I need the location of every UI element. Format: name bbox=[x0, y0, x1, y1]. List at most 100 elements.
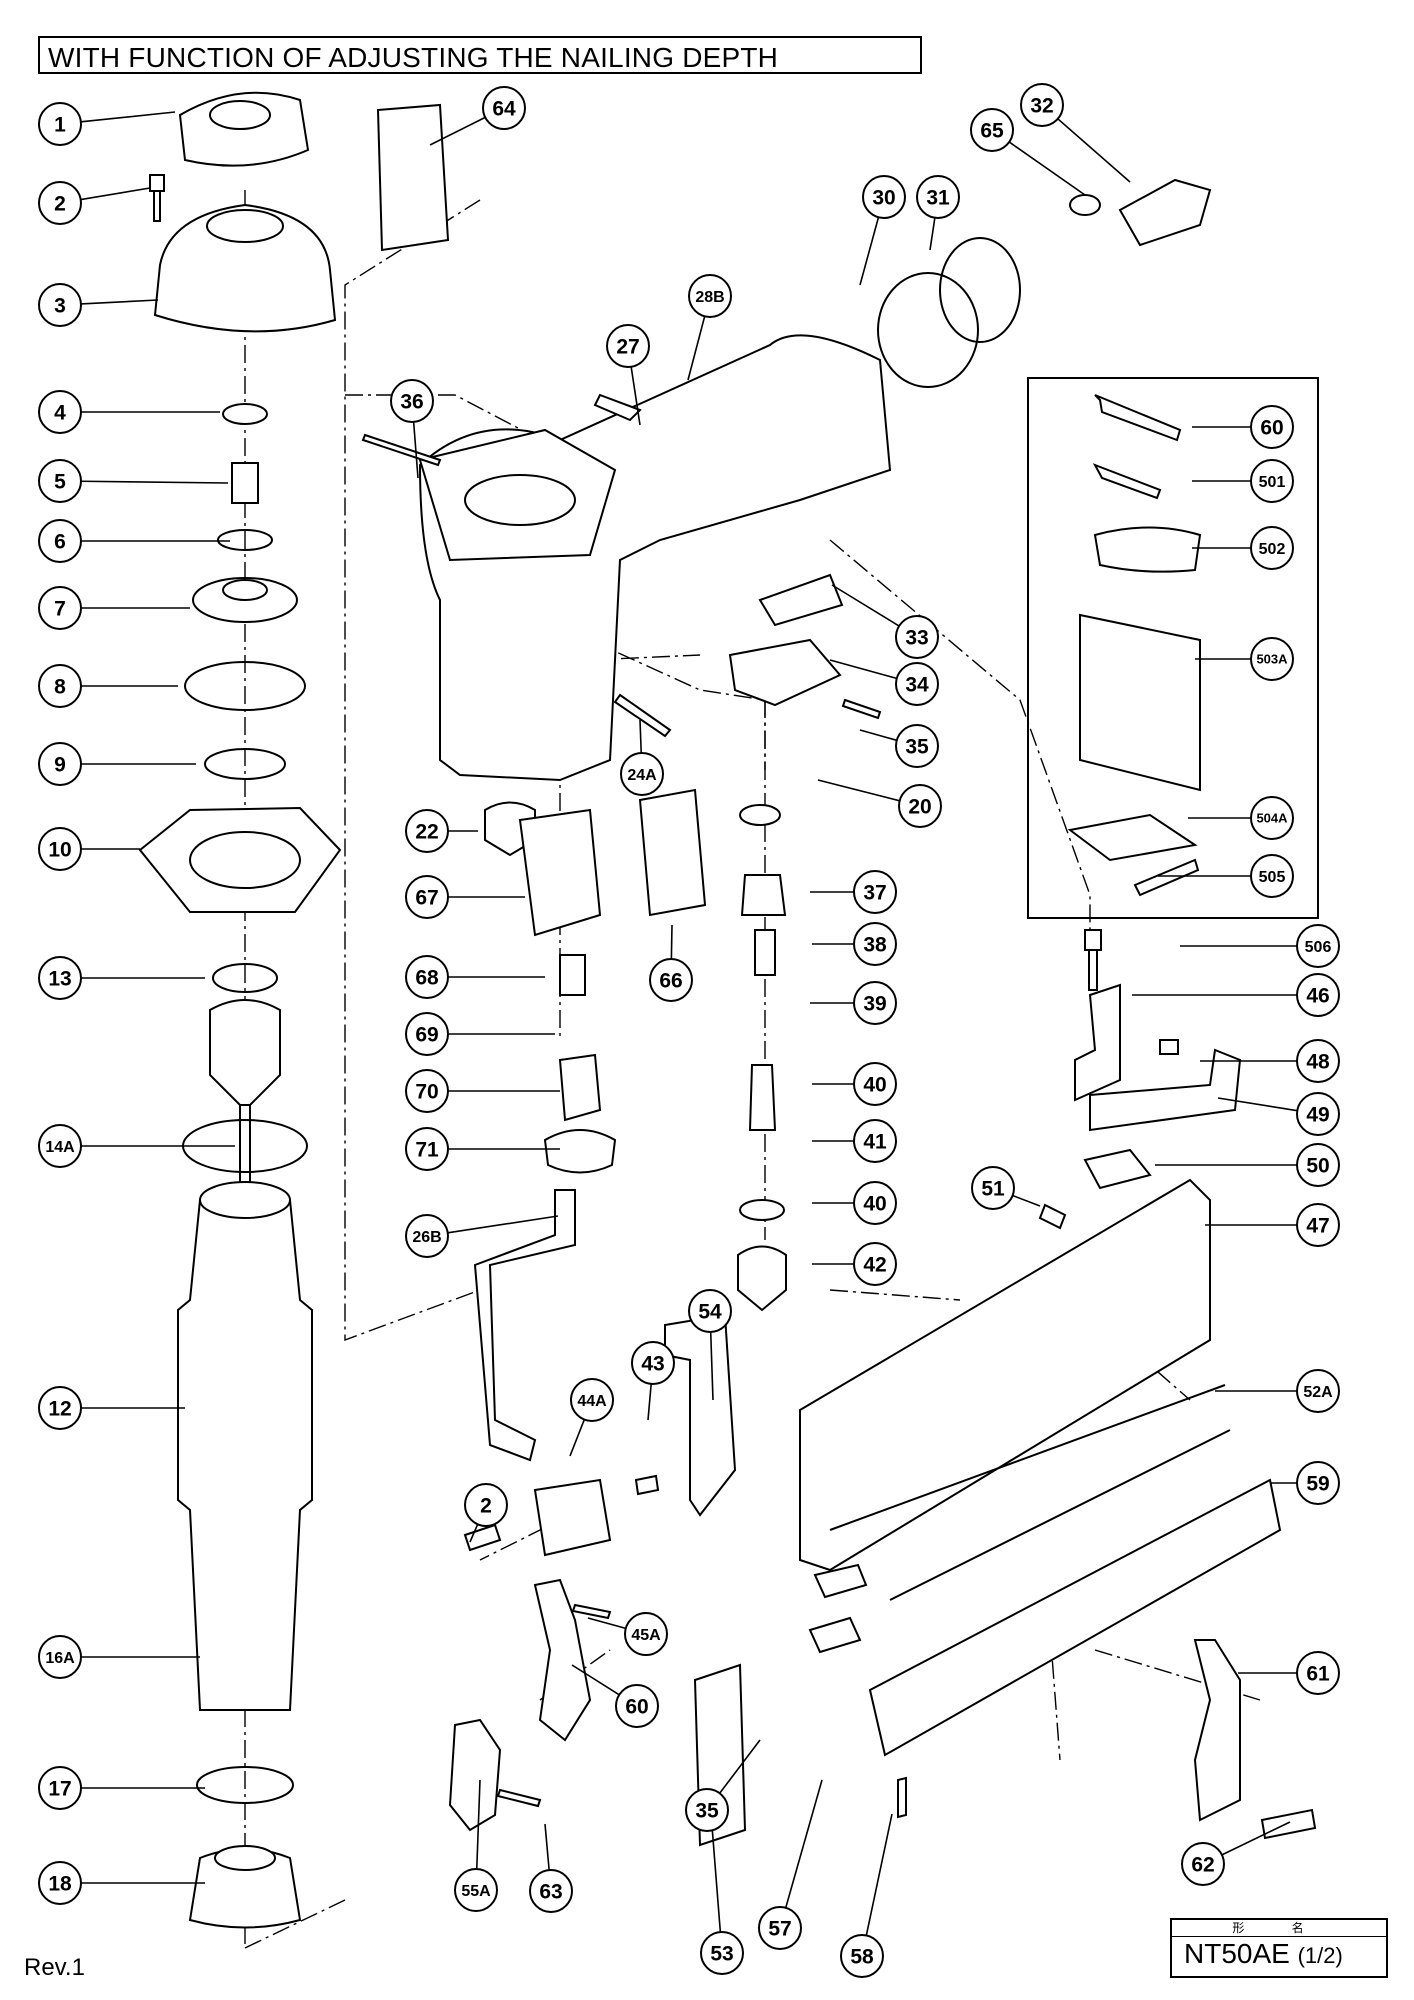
part-number: 65 bbox=[980, 120, 1004, 143]
part-number: 28B bbox=[695, 289, 724, 306]
pusher-58b bbox=[813, 1563, 868, 1599]
hook-50 bbox=[1089, 1048, 1242, 1132]
pusher-58 bbox=[808, 1616, 862, 1654]
spring-68 bbox=[559, 954, 586, 996]
part-number: 7 bbox=[54, 598, 66, 621]
part-callout: 66 bbox=[649, 958, 693, 1002]
part-number: 67 bbox=[415, 887, 438, 910]
spring-39 bbox=[754, 929, 776, 976]
part-number: 52A bbox=[1303, 1384, 1333, 1401]
part-callout: 50 bbox=[1296, 1143, 1340, 1187]
leader-line bbox=[80, 299, 159, 305]
lever-63 bbox=[448, 1718, 502, 1832]
part-callout: 39 bbox=[853, 981, 897, 1025]
screw-47 bbox=[1038, 1203, 1067, 1230]
screw-46 bbox=[1084, 929, 1102, 991]
cylinder-top bbox=[199, 1181, 291, 1219]
pin-24A bbox=[613, 693, 672, 738]
o-ring-42 bbox=[738, 1199, 786, 1221]
part-number: 43 bbox=[641, 1353, 664, 1376]
part-callout: 506 bbox=[1296, 924, 1340, 968]
leader-line bbox=[1008, 141, 1086, 196]
part-number: 50 bbox=[1306, 1155, 1329, 1178]
piston-14A bbox=[209, 999, 281, 1106]
part-number: 70 bbox=[415, 1081, 438, 1104]
leader-line bbox=[687, 316, 706, 381]
nose-plate-44A bbox=[533, 1478, 612, 1557]
leader-line bbox=[711, 1825, 722, 1933]
part-number: 5 bbox=[54, 471, 66, 494]
centerline bbox=[829, 1289, 961, 1301]
part-number: 4 bbox=[54, 402, 66, 425]
part-number: 9 bbox=[54, 754, 66, 777]
part-number: 71 bbox=[415, 1139, 439, 1162]
leader-line bbox=[817, 779, 900, 802]
part-callout: 68 bbox=[405, 955, 449, 999]
part-callout: 51 bbox=[971, 1166, 1015, 1210]
leader-line bbox=[647, 1383, 652, 1421]
part-number: 36 bbox=[400, 391, 423, 414]
part-number: 66 bbox=[659, 970, 682, 993]
ring-17 bbox=[196, 1766, 294, 1804]
part-number: 22 bbox=[415, 821, 438, 844]
valve-7-core bbox=[222, 579, 268, 601]
part-number: 20 bbox=[908, 796, 931, 819]
leader-line bbox=[1221, 1821, 1291, 1856]
part-number: 40 bbox=[863, 1074, 886, 1097]
bolt-27 bbox=[593, 393, 642, 422]
centerline bbox=[244, 1899, 346, 1949]
part-number: 30 bbox=[872, 187, 895, 210]
label-66 bbox=[638, 788, 707, 917]
part-number: 35 bbox=[905, 736, 929, 759]
part-number: 12 bbox=[48, 1398, 71, 1421]
part-callout: 52A bbox=[1296, 1369, 1340, 1413]
part-callout: 505 bbox=[1250, 854, 1294, 898]
part-callout: 44A bbox=[570, 1378, 614, 1422]
leader-line bbox=[709, 1331, 714, 1401]
part-number: 27 bbox=[616, 336, 639, 359]
part-number: 10 bbox=[48, 839, 71, 862]
part-number: 49 bbox=[1306, 1104, 1329, 1127]
leader-line bbox=[630, 366, 641, 426]
model-caption: 形 名 bbox=[1232, 1921, 1326, 1935]
part-number: 64 bbox=[492, 98, 516, 121]
revision-label: Rev.1 bbox=[24, 1954, 85, 1981]
diagram-title: WITH FUNCTION OF ADJUSTING THE NAILING D… bbox=[48, 42, 779, 73]
part-number: 17 bbox=[48, 1778, 71, 1801]
leader-line bbox=[929, 217, 936, 251]
part-number: 63 bbox=[539, 1881, 562, 1904]
part-callout: 70 bbox=[405, 1069, 449, 1113]
centerline bbox=[1049, 1629, 1061, 1761]
body-top-bore bbox=[464, 474, 576, 526]
part-callout: 35 bbox=[685, 1788, 729, 1832]
cap-31 bbox=[939, 237, 1021, 343]
leader-line bbox=[639, 719, 643, 754]
part-number: 31 bbox=[926, 187, 950, 210]
pin-35b bbox=[496, 1788, 542, 1808]
part-callout: 2 bbox=[38, 181, 82, 225]
cylinder-16A bbox=[177, 1199, 313, 1711]
latch-55A bbox=[533, 1578, 592, 1742]
part-number: 3 bbox=[54, 295, 66, 318]
part-callout: 9 bbox=[38, 742, 82, 786]
part-number: 33 bbox=[905, 627, 928, 650]
part-number: 6 bbox=[54, 531, 66, 554]
screw-54b bbox=[1260, 1808, 1317, 1840]
accessory-box bbox=[1027, 377, 1319, 919]
centerline bbox=[589, 654, 701, 661]
part-number: 60 bbox=[1260, 417, 1283, 440]
pin-60 bbox=[571, 1603, 612, 1620]
leader-line bbox=[719, 1739, 761, 1794]
label-64 bbox=[376, 103, 450, 252]
part-callout: 28B bbox=[688, 274, 732, 318]
part-callout: 43 bbox=[631, 1341, 675, 1385]
part-number: 53 bbox=[710, 1943, 733, 1966]
hex-wrench-502 bbox=[1092, 463, 1162, 500]
leader-line bbox=[1217, 1097, 1298, 1112]
bracket-67 bbox=[518, 808, 602, 937]
part-callout: 59 bbox=[1296, 1461, 1340, 1505]
tag-506 bbox=[1133, 858, 1200, 897]
part-number: 35 bbox=[695, 1800, 719, 1823]
part-number: 69 bbox=[415, 1024, 438, 1047]
